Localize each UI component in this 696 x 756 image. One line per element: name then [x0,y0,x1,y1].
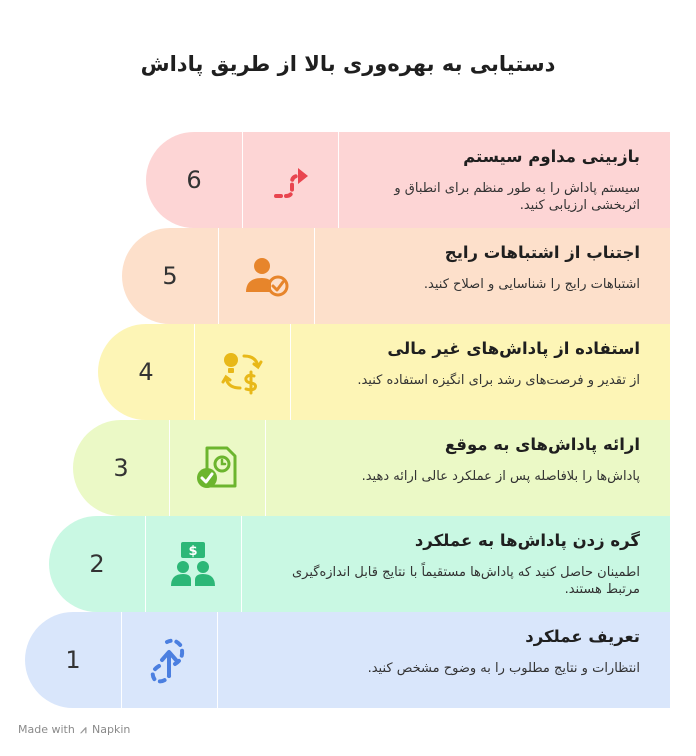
divider [265,420,266,516]
step-text: تعریف عملکرد انتظارات و نتایج مطلوب را به… [239,626,640,677]
clock-document-check-icon [193,444,241,492]
step-heading: بازبینی مداوم سیستم [463,147,640,166]
divider [169,420,170,516]
step-3: 3 ارائه پاداش‌های به موقع پاداش‌ها را بلاف… [73,420,670,516]
divider [145,516,146,612]
divider [242,132,243,228]
step-number: 6 [186,166,202,194]
divider [194,324,195,420]
step-heading: تعریف عملکرد [525,627,640,646]
step-number: 2 [89,550,105,578]
step-number: 5 [162,262,178,290]
step-4: 4 استفاده از پاداش‌های غیر مالی از تقدیر و… [98,324,670,420]
dashed-arrow-up-icon [145,636,193,684]
credit-brand: Napkin [92,723,131,736]
step-description: پاداش‌ها را بلافاصله پس از عملکرد عالی ا… [361,469,640,484]
napkin-logo-icon: ⩘ [80,723,87,736]
divider [290,324,291,420]
step-text: اجتناب از اشتباهات رایج اشتباهات رایج را … [336,242,640,293]
step-6: 6 بازبینی مداوم سیستم سیستم پاداش را به طو… [146,132,670,228]
team-money-icon: $ [169,540,217,588]
step-band [73,420,670,516]
step-2: 2 $ گره زدن پاداش‌ها به عملکرد اطمینان حاصل… [49,516,670,612]
step-band [49,516,670,612]
step-5: 5 اجتناب از اشتباهات رایج اشتباهات رایج را… [122,228,670,324]
step-description: از تقدیر و فرصت‌های رشد برای انگیزه استف… [357,373,640,388]
divider [217,612,218,708]
divider [314,228,315,324]
divider [338,132,339,228]
step-text: استفاده از پاداش‌های غیر مالی از تقدیر و … [312,338,640,389]
step-band [25,612,670,708]
credit-prefix: Made with [18,723,75,736]
step-text: بازبینی مداوم سیستم سیستم پاداش را به طور… [360,146,640,214]
step-number: 3 [113,454,129,482]
step-band [122,228,670,324]
step-band [146,132,670,228]
divider [218,228,219,324]
step-description: سیستم پاداش را به طور منظم برای انطباق و… [394,181,640,213]
step-heading: ارائه پاداش‌های به موقع [444,435,640,454]
svg-text:$: $ [188,544,197,559]
step-description: اطمینان حاصل کنید که پاداش‌ها مستقیماً ب… [292,565,640,597]
step-band [98,324,670,420]
step-description: انتظارات و نتایج مطلوب را به وضوح مشخص ک… [367,661,640,676]
step-number: 1 [65,646,81,674]
footsteps-path-icon [266,156,314,204]
step-heading: گره زدن پاداش‌ها به عملکرد [414,531,640,550]
divider [241,516,242,612]
step-1: 1 تعریف عملکرد انتظارات و نتایج مطلوب را ب… [25,612,670,708]
idea-to-money-icon [218,348,266,396]
step-text: ارائه پاداش‌های به موقع پاداش‌ها را بلافا… [287,434,640,485]
divider [121,612,122,708]
user-check-icon [242,252,290,300]
step-text: گره زدن پاداش‌ها به عملکرد اطمینان حاصل ک… [263,530,640,598]
page-title: دستیابی به بهره‌وری بالا از طریق پاداش [140,52,556,76]
step-number: 4 [138,358,154,386]
step-heading: استفاده از پاداش‌های غیر مالی [387,339,640,358]
step-heading: اجتناب از اشتباهات رایج [444,243,640,262]
step-description: اشتباهات رایج را شناسایی و اصلاح کنید. [423,277,640,292]
made-with-credit[interactable]: Made with ⩘ Napkin [18,723,130,737]
